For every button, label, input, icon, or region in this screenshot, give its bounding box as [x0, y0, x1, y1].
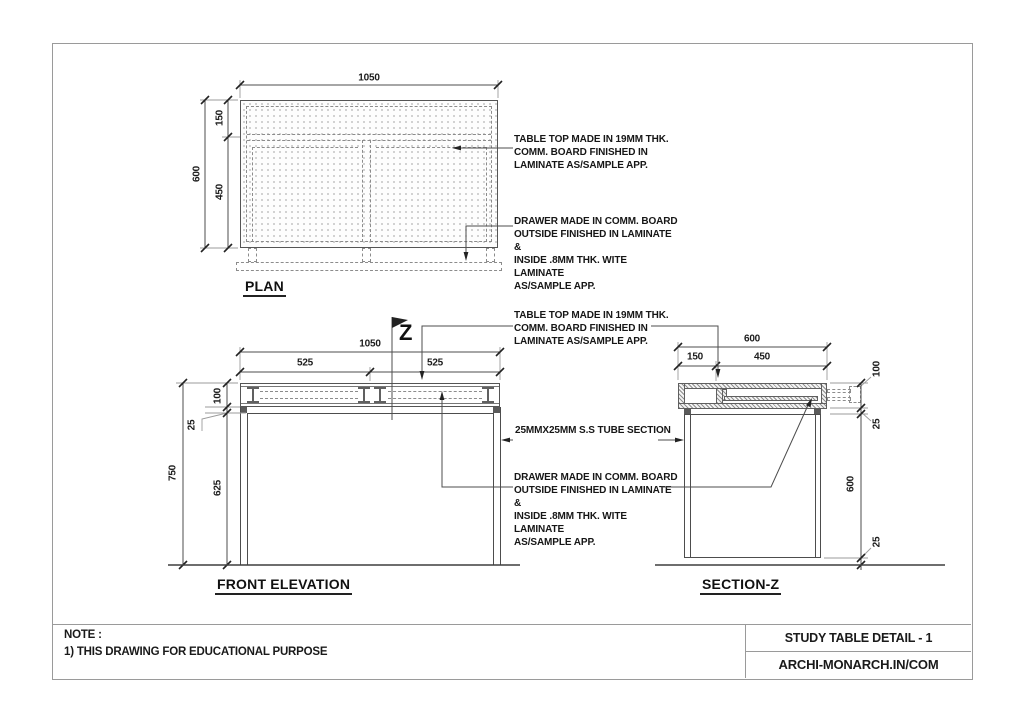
section-back-wall [678, 383, 685, 404]
dim-section-depth: 600 [743, 333, 761, 345]
section-top-board [678, 383, 827, 389]
dim-section-leg-height: 600 [845, 475, 857, 493]
elevation-drawer-dash-3 [388, 391, 482, 392]
plan-leg-center [362, 248, 371, 262]
section-handle-dashed-top [827, 389, 851, 393]
elevation-divider-right [482, 387, 494, 403]
plan-table-outline [240, 100, 498, 248]
dim-plan-top-strip: 150 [214, 109, 226, 127]
website-label: ARCHI-MONARCH.IN/COM [778, 657, 939, 672]
elevation-divider-center-2 [374, 387, 386, 403]
note-label: NOTE : [64, 629, 102, 641]
elevation-band-inner-top [241, 386, 499, 387]
elevation-leg-left-outer [240, 407, 241, 565]
elevation-drawer-dash-4 [388, 398, 482, 399]
dim-plan-depth: 600 [191, 165, 203, 183]
annotation-table-top-plan: TABLE TOP MADE IN 19MM THK. COMM. BOARD … [514, 134, 669, 171]
elevation-tube-left [240, 407, 247, 413]
dim-section-top-band: 100 [871, 360, 883, 378]
elevation-top-band [240, 383, 500, 407]
title-block-top-line [52, 624, 971, 625]
dim-section-drawer-depth: 450 [753, 351, 771, 363]
elevation-rail-line [247, 413, 493, 414]
dim-section-tube-top: 25 [871, 418, 883, 430]
elevation-drawer-dash-2 [260, 398, 358, 399]
drawing-title: STUDY TABLE DETAIL - 1 [784, 630, 933, 645]
section-tube-right [814, 408, 821, 415]
sheet-border [52, 43, 973, 680]
plan-center-divider-1 [362, 140, 363, 242]
elevation-band-inner-bottom [241, 403, 499, 404]
dim-section-back-strip: 150 [686, 351, 704, 363]
dim-elevation-total-height: 750 [167, 464, 179, 482]
elevation-leg-left-inner [247, 413, 248, 565]
dim-elevation-left-half: 525 [296, 357, 314, 369]
plan-leg-right [486, 248, 495, 262]
plan-leg-left [248, 248, 257, 262]
plan-label: PLAN [243, 278, 286, 297]
plan-inner-dashed-outline [246, 106, 492, 242]
section-leg-left-inner [690, 414, 691, 558]
annotation-drawer-section: DRAWER MADE IN COMM. BOARD OUTSIDE FINIS… [514, 472, 678, 548]
section-leg-right-inner [815, 414, 816, 558]
dim-elevation-leg-height: 625 [212, 479, 224, 497]
section-handle-dashed-bottom [827, 397, 851, 401]
section-drawer-bottom [724, 396, 818, 401]
plan-drawer-front-right [376, 147, 486, 148]
note-line-1: 1) THIS DRAWING FOR EDUCATIONAL PURPOSE [64, 646, 328, 658]
section-cut-marker-z: Z [399, 320, 413, 345]
dim-elevation-tube: 25 [186, 419, 198, 431]
plan-drawer-side-left [252, 147, 253, 242]
dim-plan-width: 1050 [358, 72, 380, 84]
plan-strip-line-1 [247, 134, 491, 135]
plan-center-divider-2 [370, 140, 371, 242]
front-elevation-label: FRONT ELEVATION [215, 576, 353, 595]
elevation-leg-right-outer [500, 407, 501, 565]
elevation-leg-right-inner [493, 413, 494, 565]
dim-section-tube-bottom: 25 [871, 536, 883, 548]
dim-elevation-right-half: 525 [426, 357, 444, 369]
dim-plan-drawer-zone: 450 [214, 183, 226, 201]
elevation-divider-center-1 [358, 387, 370, 403]
plan-drawer-front-left [252, 147, 358, 148]
annotation-tube: 25MMX25MM S.S TUBE SECTION [515, 425, 671, 436]
elevation-tube-right [493, 407, 500, 413]
section-bottom-rail [678, 403, 827, 409]
section-handle-knob-dashed [849, 386, 861, 403]
plan-strip-line-2 [247, 140, 491, 141]
dim-elevation-top-band: 100 [212, 387, 224, 405]
dim-elevation-width: 1050 [359, 338, 381, 350]
annotation-table-top-section: TABLE TOP MADE IN 19MM THK. COMM. BOARD … [514, 310, 669, 347]
annotation-drawer-plan: DRAWER MADE IN COMM. BOARD OUTSIDE FINIS… [514, 216, 678, 292]
elevation-divider-left [247, 387, 259, 403]
section-body-outline [684, 414, 821, 558]
plan-drawer-side-right [486, 147, 487, 242]
plan-overhang-dashed [236, 262, 502, 271]
elevation-drawer-dash-1 [260, 391, 358, 392]
title-block-divider-h [745, 651, 971, 652]
section-z-label: SECTION-Z [700, 576, 782, 595]
